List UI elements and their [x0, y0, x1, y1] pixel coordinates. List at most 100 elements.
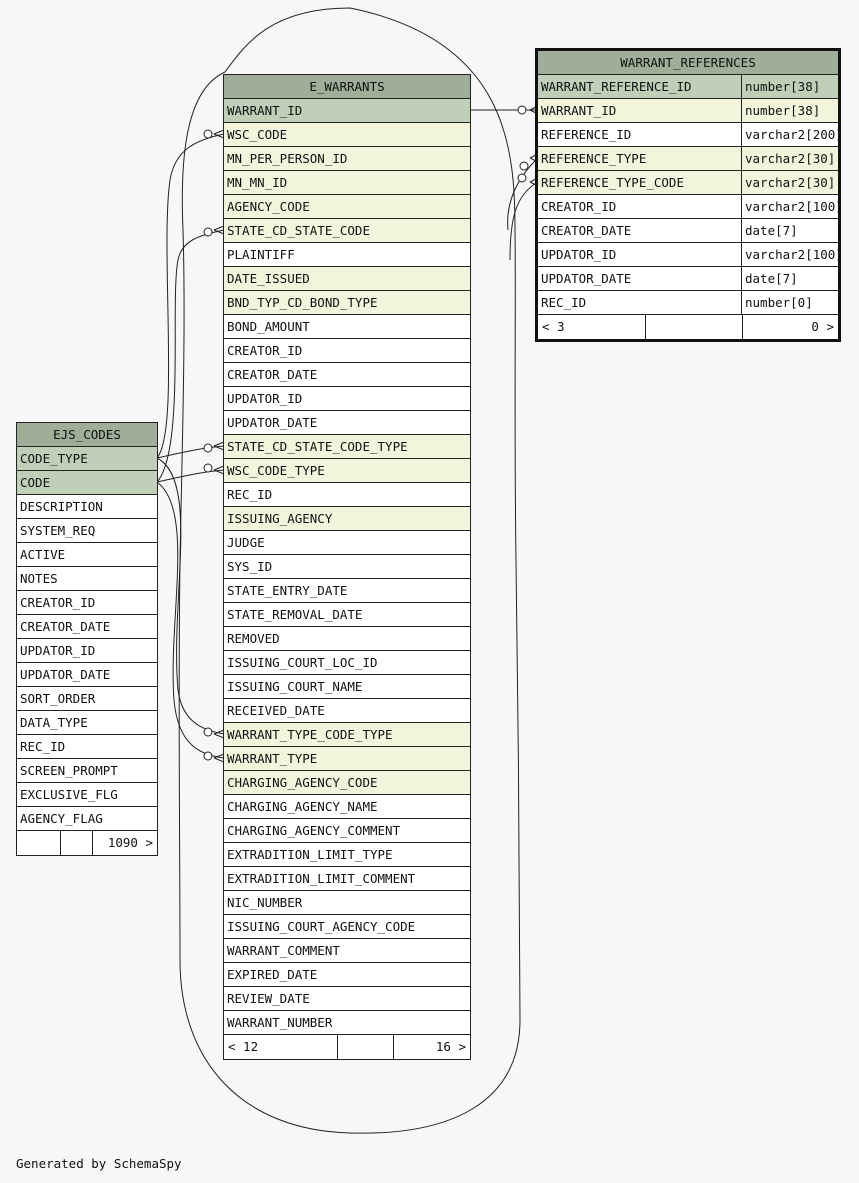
column-row[interactable]: SYS_ID — [224, 555, 470, 579]
column-row[interactable]: UPDATOR_DATE — [17, 663, 157, 687]
column-row[interactable]: REC_ID — [17, 735, 157, 759]
column-row[interactable]: ISSUING_COURT_NAME — [224, 675, 470, 699]
generated-by-label: Generated by SchemaSpy — [16, 1156, 182, 1171]
column-name: MN_MN_ID — [227, 175, 288, 190]
column-row[interactable]: DATE_ISSUED — [224, 267, 470, 291]
footer-spacer — [61, 831, 93, 855]
column-row[interactable]: STATE_CD_STATE_CODE_TYPE — [224, 435, 470, 459]
link-wsc-code-type — [156, 469, 225, 483]
column-row[interactable]: EXPIRED_DATE — [224, 963, 470, 987]
footer-parents-count[interactable]: < 12 — [224, 1035, 338, 1059]
column-row[interactable]: CHARGING_AGENCY_COMMENT — [224, 819, 470, 843]
column-row[interactable]: ISSUING_COURT_LOC_ID — [224, 651, 470, 675]
column-row[interactable]: AGENCY_FLAG — [17, 807, 157, 831]
column-name: NOTES — [20, 571, 58, 586]
column-name: MN_PER_PERSON_ID — [227, 151, 348, 166]
footer-parents-count[interactable] — [17, 831, 61, 855]
column-name: AGENCY_FLAG — [20, 811, 103, 826]
column-row[interactable]: REC_ID — [224, 483, 470, 507]
column-row[interactable]: WARRANT_TYPE_CODE_TYPE — [224, 723, 470, 747]
column-row[interactable]: UPDATOR_ID — [224, 387, 470, 411]
column-row[interactable]: SORT_ORDER — [17, 687, 157, 711]
column-name: NIC_NUMBER — [227, 895, 303, 910]
column-row[interactable]: NOTES — [17, 567, 157, 591]
column-row[interactable]: WARRANT_COMMENT — [224, 939, 470, 963]
column-type: date[7] — [741, 219, 838, 242]
column-row[interactable]: PLAINTIFF — [224, 243, 470, 267]
column-name: JUDGE — [227, 535, 265, 550]
column-row[interactable]: ACTIVE — [17, 543, 157, 567]
column-row[interactable]: REVIEW_DATE — [224, 987, 470, 1011]
column-row[interactable]: WSC_CODE — [224, 123, 470, 147]
table-title: WARRANT_REFERENCES — [538, 51, 838, 75]
column-row[interactable]: REC_ID number[0] — [538, 291, 838, 315]
column-name: REC_ID — [227, 487, 273, 502]
crow-feet — [203, 105, 539, 763]
column-row[interactable]: EXTRADITION_LIMIT_COMMENT — [224, 867, 470, 891]
column-row[interactable]: DESCRIPTION — [17, 495, 157, 519]
column-row[interactable]: ISSUING_COURT_AGENCY_CODE — [224, 915, 470, 939]
column-name: WARRANT_COMMENT — [227, 943, 340, 958]
column-type: number[0] — [741, 291, 838, 314]
column-row[interactable]: CODE_TYPE — [17, 447, 157, 471]
column-row[interactable]: DATA_TYPE — [17, 711, 157, 735]
column-row[interactable]: CREATOR_DATE — [224, 363, 470, 387]
column-row[interactable]: CHARGING_AGENCY_NAME — [224, 795, 470, 819]
column-row[interactable]: AGENCY_CODE — [224, 195, 470, 219]
column-name: WSC_CODE — [227, 127, 288, 142]
column-row[interactable]: EXTRADITION_LIMIT_TYPE — [224, 843, 470, 867]
footer-children-count[interactable]: 1090 > — [107, 835, 153, 850]
column-row[interactable]: CHARGING_AGENCY_CODE — [224, 771, 470, 795]
column-row[interactable]: CREATOR_ID — [224, 339, 470, 363]
column-name: REMOVED — [227, 631, 280, 646]
column-row[interactable]: MN_MN_ID — [224, 171, 470, 195]
column-row[interactable]: REMOVED — [224, 627, 470, 651]
link-reference-type — [507, 157, 539, 231]
column-row[interactable]: CREATOR_ID — [17, 591, 157, 615]
column-row[interactable]: JUDGE — [224, 531, 470, 555]
column-row[interactable]: STATE_ENTRY_DATE — [224, 579, 470, 603]
column-row[interactable]: ISSUING_AGENCY — [224, 507, 470, 531]
column-row[interactable]: CREATOR_DATE — [17, 615, 157, 639]
column-row[interactable]: CODE — [17, 471, 157, 495]
footer-parents-count[interactable]: < 3 — [538, 315, 646, 339]
footer-children-count[interactable]: 0 > — [811, 319, 834, 334]
column-row[interactable]: WSC_CODE_TYPE — [224, 459, 470, 483]
column-row[interactable]: MN_PER_PERSON_ID — [224, 147, 470, 171]
column-row[interactable]: BOND_AMOUNT — [224, 315, 470, 339]
column-row[interactable]: BND_TYP_CD_BOND_TYPE — [224, 291, 470, 315]
column-row[interactable]: UPDATOR_ID — [17, 639, 157, 663]
column-row[interactable]: SCREEN_PROMPT — [17, 759, 157, 783]
column-name: WARRANT_TYPE — [227, 751, 318, 766]
column-row[interactable]: WARRANT_ID — [224, 99, 470, 123]
column-name: ISSUING_COURT_NAME — [227, 679, 363, 694]
column-name: CREATOR_DATE — [20, 619, 111, 634]
column-row[interactable]: EXCLUSIVE_FLG — [17, 783, 157, 807]
column-name: WARRANT_ID — [541, 103, 617, 118]
column-row[interactable]: RECEIVED_DATE — [224, 699, 470, 723]
column-row[interactable]: SYSTEM_REQ — [17, 519, 157, 543]
column-row[interactable]: NIC_NUMBER — [224, 891, 470, 915]
column-name: REFERENCE_ID — [541, 127, 632, 142]
footer-children-count[interactable]: 16 > — [435, 1039, 466, 1054]
column-name: REC_ID — [541, 295, 587, 310]
column-row[interactable]: UPDATOR_DATE — [224, 411, 470, 435]
column-name: DATA_TYPE — [20, 715, 88, 730]
column-row[interactable]: WARRANT_TYPE — [224, 747, 470, 771]
column-row[interactable]: WARRANT_NUMBER — [224, 1011, 470, 1035]
column-row[interactable]: STATE_REMOVAL_DATE — [224, 603, 470, 627]
column-row[interactable]: STATE_CD_STATE_CODE — [224, 219, 470, 243]
